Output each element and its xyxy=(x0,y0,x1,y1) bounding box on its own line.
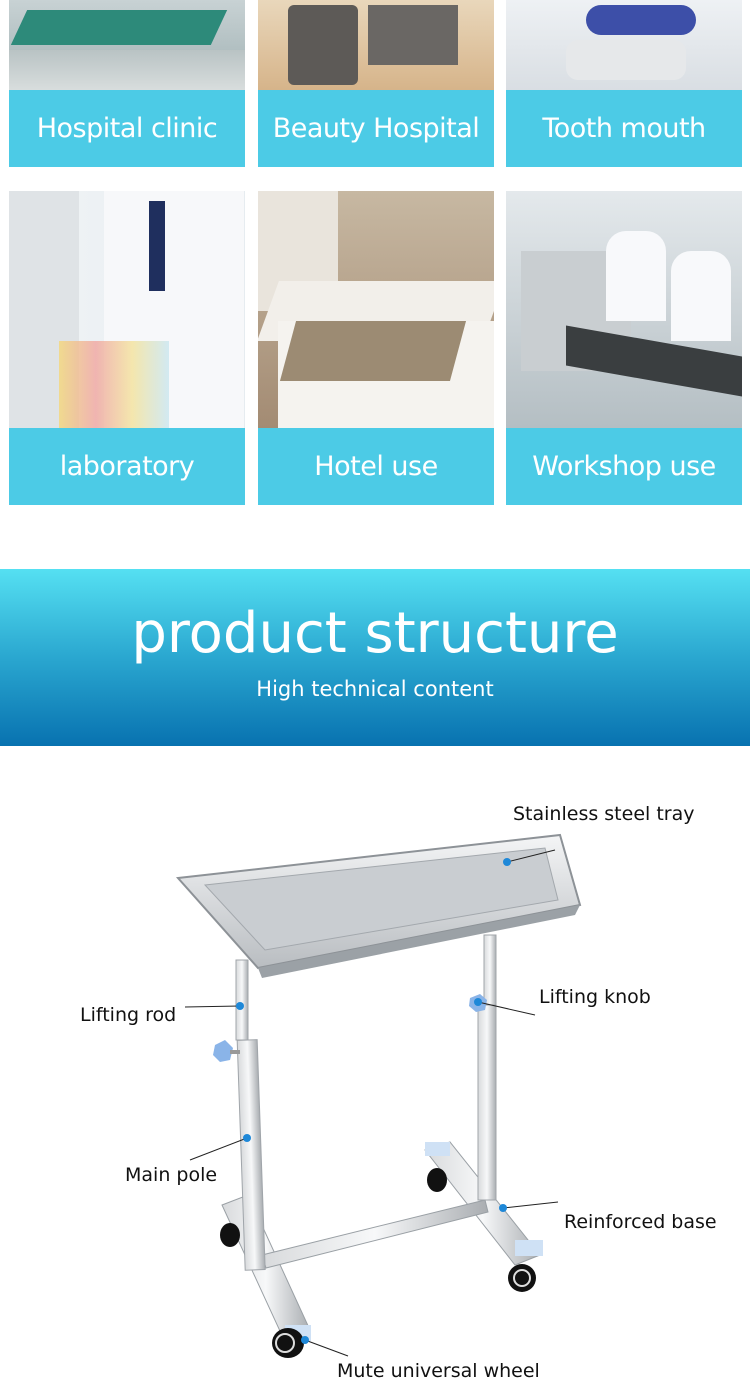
product-structure-banner: product structure High technical content xyxy=(0,569,750,746)
tile-label: Hotel use xyxy=(258,428,494,505)
laboratory-photo xyxy=(9,191,245,428)
callout-dots xyxy=(236,858,511,1344)
callout-stainless-steel-tray: Stainless steel tray xyxy=(513,803,695,825)
callout-lines xyxy=(184,849,559,1357)
tooth-mouth-photo xyxy=(506,0,742,90)
main-poles xyxy=(235,934,497,1271)
callout-reinforced-base: Reinforced base xyxy=(564,1211,717,1233)
tile-label: Tooth mouth xyxy=(506,90,742,167)
tile-label: Beauty Hospital xyxy=(258,90,494,167)
beauty-hospital-photo xyxy=(258,0,494,90)
hospital-clinic-photo xyxy=(9,0,245,90)
callout-mute-universal-wheel: Mute universal wheel xyxy=(337,1360,540,1382)
tile-label: laboratory xyxy=(9,428,245,505)
callout-main-pole: Main pole xyxy=(125,1164,218,1186)
tray-stand-illustration xyxy=(175,833,582,1358)
hotel-use-photo xyxy=(258,191,494,428)
callout-lifting-rod: Lifting rod xyxy=(80,1004,177,1026)
tile-label: Hospital clinic xyxy=(9,90,245,167)
callout-lifting-knob: Lifting knob xyxy=(539,986,651,1008)
banner-title: product structure xyxy=(131,601,619,666)
workshop-use-photo xyxy=(506,191,742,428)
wheels xyxy=(220,1168,536,1358)
banner-subtitle: High technical content xyxy=(256,677,494,701)
stainless-steel-tray xyxy=(175,833,582,978)
tile-label: Workshop use xyxy=(506,428,742,505)
